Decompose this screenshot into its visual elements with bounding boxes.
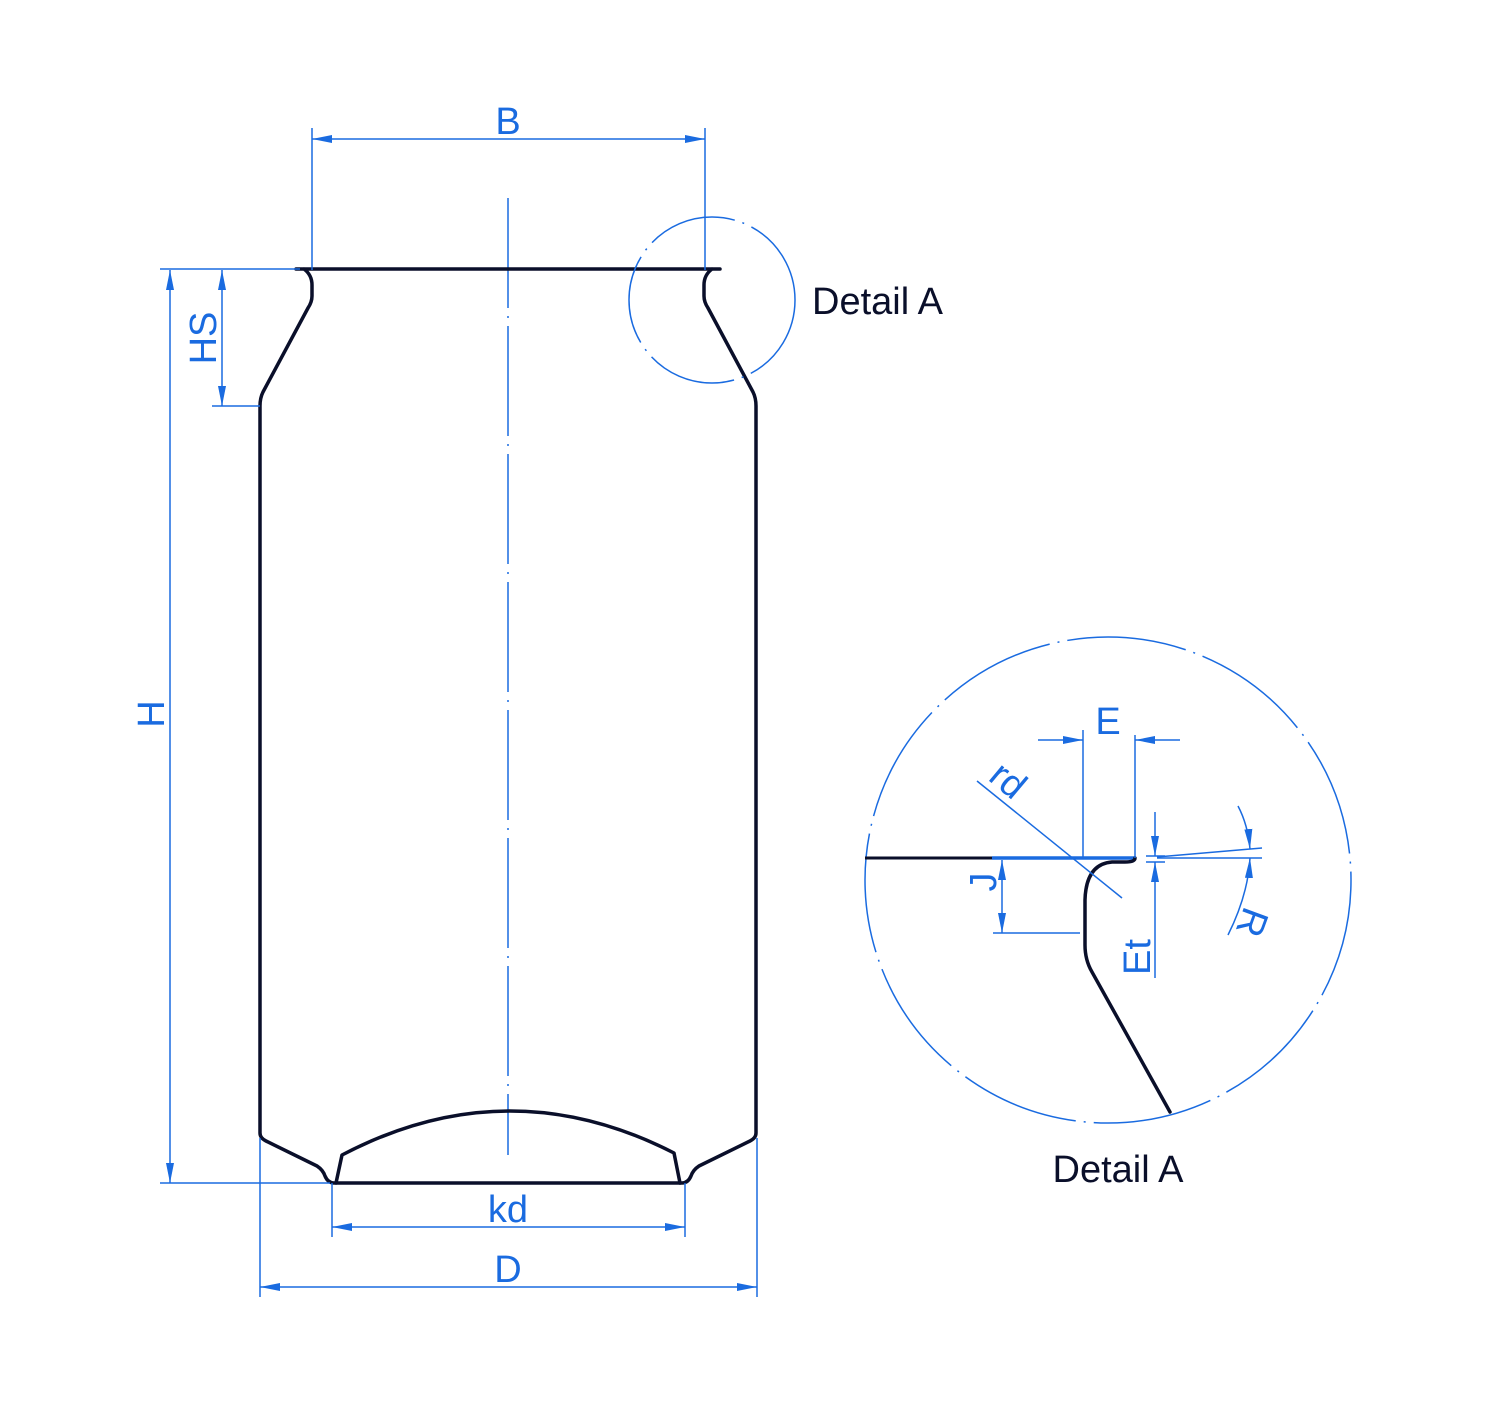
label-r: R <box>1227 902 1276 942</box>
label-b: B <box>495 101 520 143</box>
label-j: J <box>963 873 1005 892</box>
detail-curl <box>1083 856 1172 1114</box>
detail-callout-circle <box>628 216 796 384</box>
can-outline <box>258 267 758 1185</box>
label-h: H <box>131 700 173 727</box>
label-e: E <box>1095 701 1120 743</box>
detail-circle <box>864 636 1352 1124</box>
detail-title: Detail A <box>1053 1149 1185 1191</box>
label-d: D <box>494 1249 521 1291</box>
detail-callout-label: Detail A <box>812 281 944 323</box>
dimension-rd <box>976 780 1123 899</box>
label-kd: kd <box>488 1189 528 1231</box>
label-hs: HS <box>183 312 225 365</box>
dome <box>334 1109 682 1185</box>
label-et: Et <box>1117 939 1159 975</box>
label-rd: rd <box>981 754 1034 808</box>
